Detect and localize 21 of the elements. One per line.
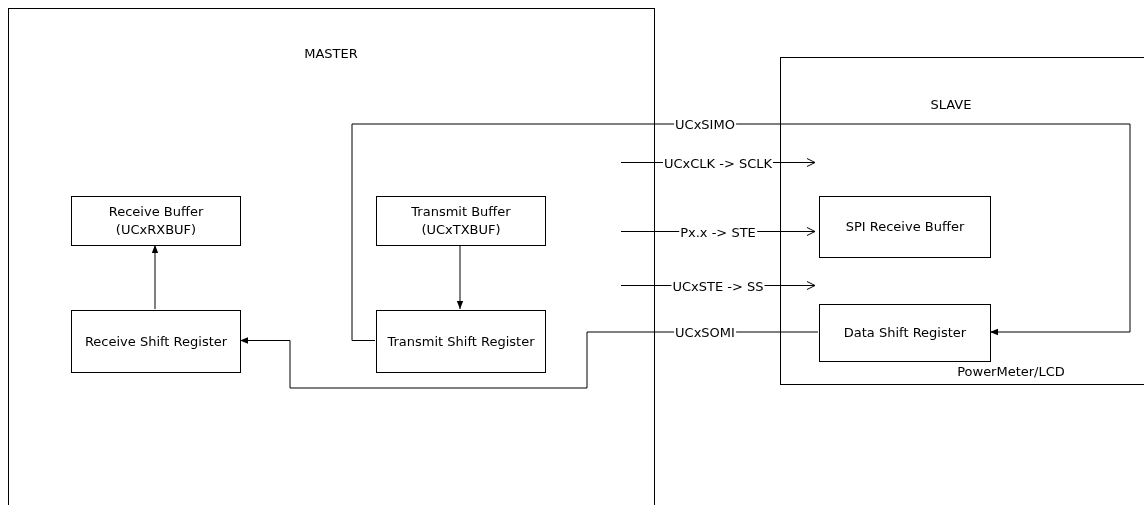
box-label: SPI Receive Buffer [845,218,965,236]
register-box [376,310,546,373]
register-box [71,196,241,246]
box-label: Data Shift Register [843,324,967,342]
box-label: Transmit Buffer (UCxTXBUF) [410,203,512,239]
block-title: MASTER [304,45,358,61]
box-label: Receive Shift Register [84,332,228,351]
register-box [819,196,991,258]
block-title: SLAVE [930,96,972,112]
box-label: Transmit Shift Register [387,332,535,351]
arrow [456,244,464,310]
box-label: Receive Buffer (UCxRXBUF) [107,203,205,239]
register-box [376,196,546,246]
register-box [819,304,991,362]
arrow [151,244,159,310]
register-box [71,310,241,373]
arrow [239,331,819,389]
arrow [351,123,1131,341]
block-frame [780,57,1144,385]
device-caption: PowerMeter/LCD [957,363,1065,379]
block-frame [8,8,655,505]
